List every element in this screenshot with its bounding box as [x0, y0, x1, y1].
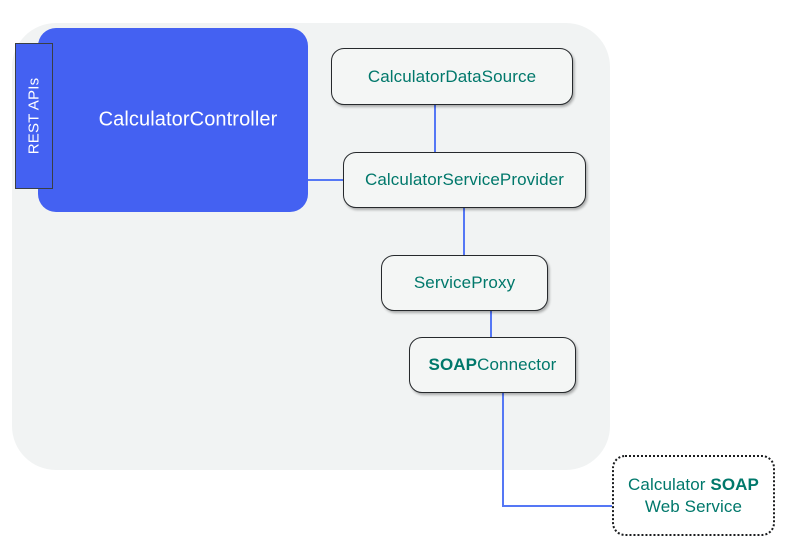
connector-controller-to-service-provider	[306, 179, 345, 182]
node-external-soap-web-service-label: Calculator SOAP Web Service	[628, 474, 759, 518]
rest-apis-label: REST APIs	[25, 77, 43, 155]
node-calculator-service-provider-label: CalculatorServiceProvider	[364, 170, 565, 190]
node-calculator-data-source[interactable]: CalculatorDataSource	[331, 48, 573, 105]
node-calculator-data-source-label: CalculatorDataSource	[367, 66, 537, 86]
node-calculator-service-provider[interactable]: CalculatorServiceProvider	[343, 152, 586, 208]
node-service-proxy-label: ServiceProxy	[413, 273, 516, 293]
external-service-line1-prefix: Calculator	[628, 474, 711, 494]
calculator-controller-box[interactable]: CalculatorController	[38, 28, 308, 212]
node-soap-connector[interactable]: SOAPConnector	[409, 337, 576, 393]
external-service-line2: Web Service	[644, 496, 743, 516]
node-external-soap-web-service[interactable]: Calculator SOAP Web Service	[612, 455, 775, 536]
node-soap-connector-label: SOAPConnector	[429, 354, 557, 376]
connector-service-proxy-to-soap-connector	[490, 309, 493, 339]
node-service-proxy[interactable]: ServiceProxy	[381, 255, 548, 311]
calculator-controller-label: CalculatorController	[98, 108, 278, 131]
rest-apis-tab[interactable]: REST APIs	[15, 43, 53, 189]
connector-soap-connector-to-external-service	[502, 505, 615, 508]
external-service-line1-bold: SOAP	[710, 474, 759, 494]
node-soap-connector-label-bold: SOAP	[428, 355, 478, 375]
node-soap-connector-label-rest: Connector	[477, 355, 557, 375]
connector-data-source-to-service-provider	[434, 103, 437, 154]
connector-soap-connector-down	[502, 391, 505, 507]
connector-service-provider-to-service-proxy	[463, 206, 466, 257]
